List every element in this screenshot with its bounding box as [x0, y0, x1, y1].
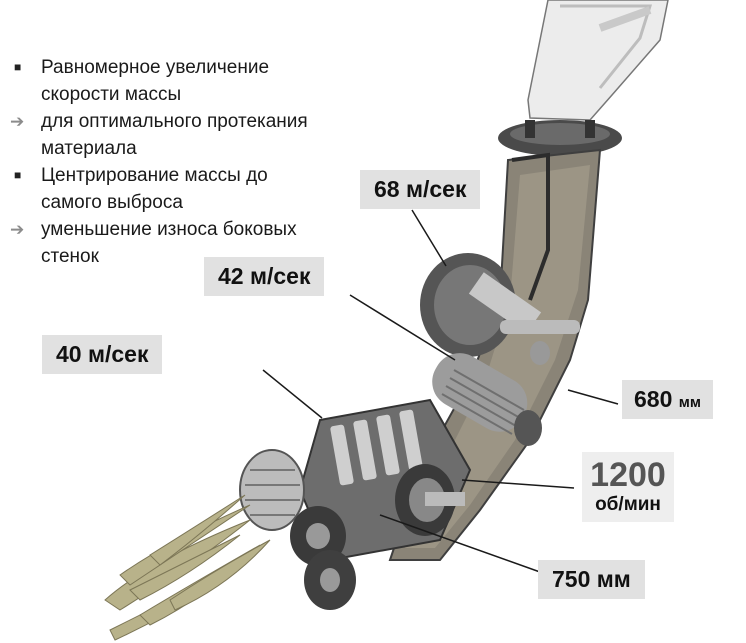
list-item-text: стенок — [41, 246, 99, 267]
list-item-text: уменьшение износа боковых — [41, 219, 297, 240]
arrow-right-icon: ➔ — [10, 220, 25, 239]
list-item-text: самого выброса — [41, 192, 183, 213]
front-rollers — [239, 449, 356, 610]
list-item-text: материала — [41, 138, 137, 159]
speed-label-42: 42 м/сек — [204, 257, 325, 296]
accelerator-rotor — [420, 253, 580, 365]
rpm-unit: об/мин — [595, 494, 661, 515]
speed-label-68: 68 м/сек — [360, 170, 481, 209]
list-item: ➔ уменьшение износа боковых — [10, 216, 370, 243]
list-item: самого выброса — [10, 189, 370, 216]
list-item-text: для оптимального протекания — [41, 111, 308, 132]
speed-label-text: 40 м/сек — [56, 341, 149, 367]
list-item: скорости массы — [10, 81, 370, 108]
diameter-label-680: 680 мм — [622, 380, 713, 419]
spout-flange — [498, 120, 622, 156]
list-item-text: Равномерное увеличение — [41, 57, 270, 78]
list-item: ■ Равномерное увеличение — [10, 54, 370, 81]
speed-label-40: 40 м/сек — [42, 335, 163, 374]
diameter-value: 680 — [634, 386, 673, 412]
list-item: ■ Центрирование массы до — [10, 162, 370, 189]
list-item: ➔ для оптимального протекания — [10, 108, 370, 135]
leader-lines — [262, 209, 619, 573]
square-bullet-icon: ■ — [14, 60, 22, 74]
feed-rollers — [298, 398, 472, 562]
list-item: материала — [10, 135, 370, 162]
diameter-label-750: 750 мм — [538, 560, 645, 599]
diameter-unit: мм — [678, 394, 701, 411]
speed-label-text: 42 м/сек — [218, 263, 311, 289]
list-item-text: Центрирование массы до — [41, 165, 268, 186]
square-bullet-icon: ■ — [14, 168, 22, 182]
crop-plants — [104, 494, 271, 641]
arrow-right-icon: ➔ — [10, 112, 25, 131]
rpm-label: 1200 об/мин — [582, 452, 674, 522]
feature-list: ■ Равномерное увеличение скорости массы ➔… — [10, 54, 370, 270]
list-item-text: скорости массы — [41, 84, 182, 105]
cutter-drum — [432, 353, 542, 446]
speed-label-text: 68 м/сек — [374, 176, 467, 202]
rpm-value: 1200 — [590, 456, 666, 494]
discharge-spout — [527, 0, 669, 121]
list-item: стенок — [10, 243, 370, 270]
diameter-text: 750 мм — [552, 566, 631, 592]
